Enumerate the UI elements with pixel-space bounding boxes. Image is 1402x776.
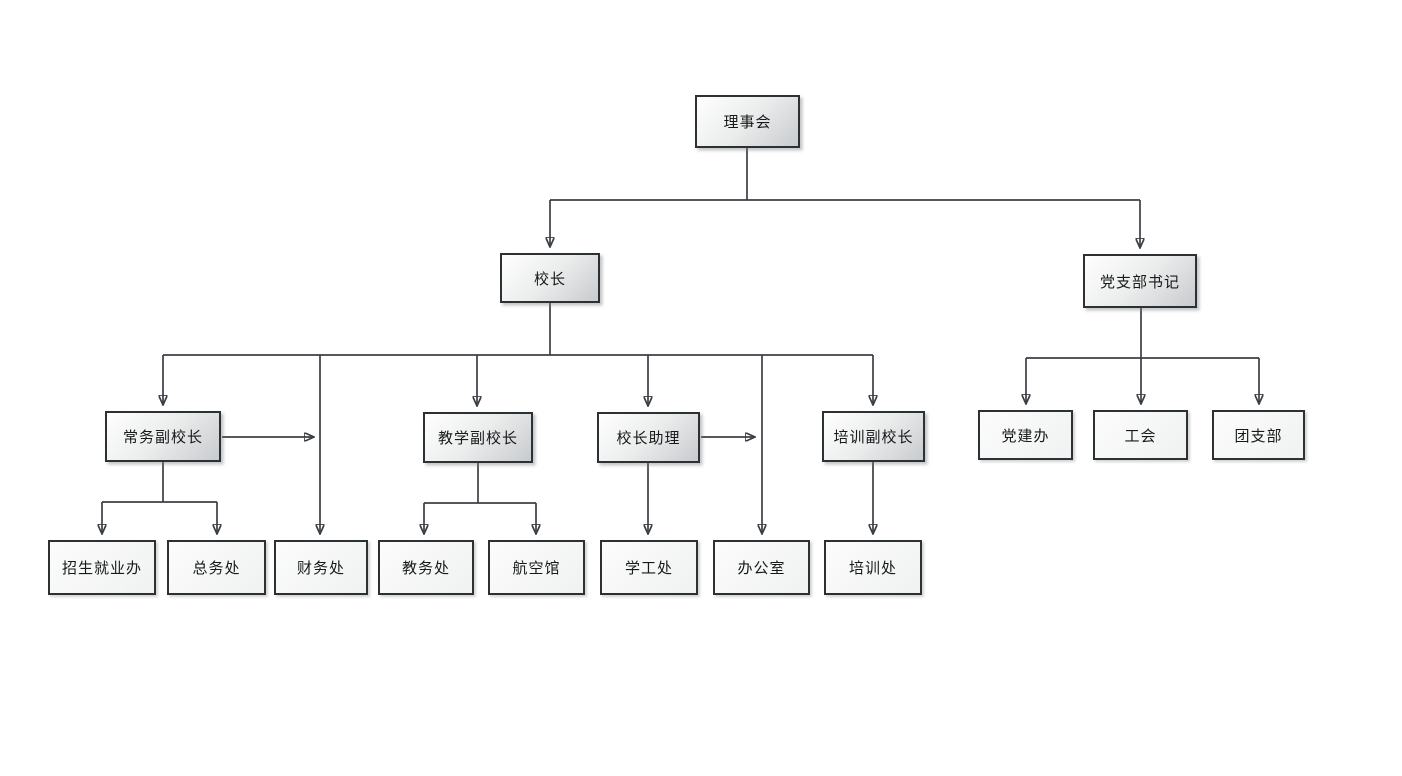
node-training-office: 培训处 xyxy=(824,540,922,595)
node-board: 理事会 xyxy=(695,95,800,148)
node-finance-office: 财务处 xyxy=(274,540,368,595)
node-general-office: 办公室 xyxy=(713,540,810,595)
node-general-affairs-office: 总务处 xyxy=(167,540,266,595)
node-student-affairs-office: 学工处 xyxy=(600,540,698,595)
node-training-vice-principal: 培训副校长 xyxy=(822,411,925,462)
node-party-building-office: 党建办 xyxy=(978,410,1073,460)
node-principal: 校长 xyxy=(500,253,600,303)
node-aviation-hall: 航空馆 xyxy=(488,540,585,595)
node-youth-league-branch: 团支部 xyxy=(1212,410,1305,460)
node-academic-affairs-office: 教务处 xyxy=(378,540,474,595)
node-admissions-employment-office: 招生就业办 xyxy=(48,540,156,595)
node-labor-union: 工会 xyxy=(1093,410,1188,460)
node-principal-assistant: 校长助理 xyxy=(597,412,700,463)
node-exec-vice-principal: 常务副校长 xyxy=(105,411,221,462)
node-teaching-vice-principal: 教学副校长 xyxy=(423,412,533,463)
node-party-secretary: 党支部书记 xyxy=(1083,254,1197,308)
